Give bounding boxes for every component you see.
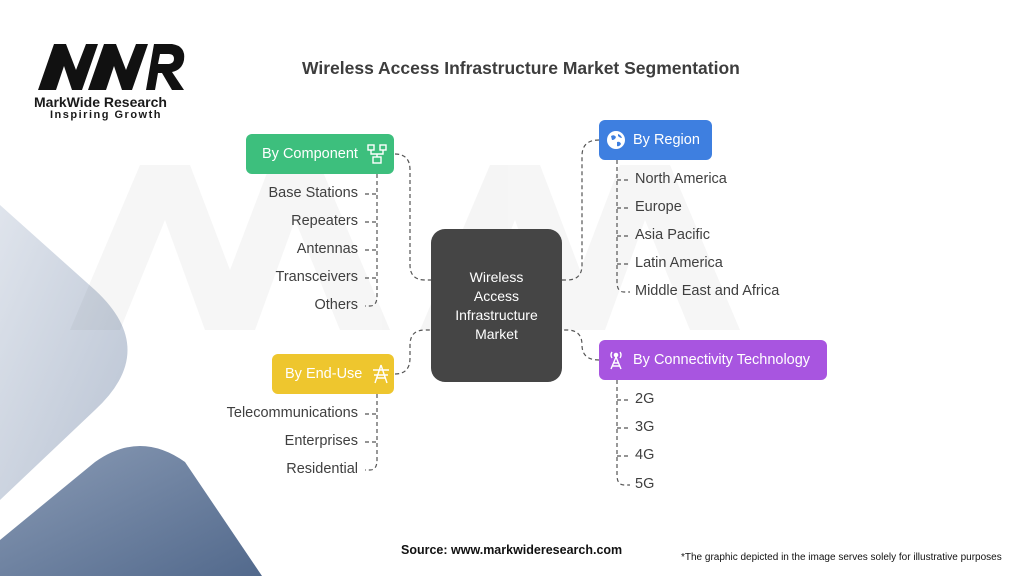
region-item: Europe (635, 199, 682, 215)
component-item: Others (314, 297, 358, 313)
category-by-component[interactable]: By Component (246, 134, 394, 174)
component-item: Transceivers (275, 269, 358, 285)
category-by-region[interactable]: By Region (599, 120, 712, 160)
category-by-connectivity-technology[interactable]: By Connectivity Technology (599, 340, 827, 380)
region-item: Middle East and Africa (635, 283, 780, 299)
end-use-item: Residential (286, 461, 358, 477)
component-item: Antennas (296, 241, 358, 257)
power-tower-icon (370, 363, 392, 385)
network-icon (366, 143, 388, 165)
connectivity-item: 5G (635, 476, 655, 492)
diagram-title: Wireless Access Infrastructure Market Se… (302, 58, 740, 78)
disclaimer-text: *The graphic depicted in the image serve… (681, 552, 1002, 563)
end-use-item: Telecommunications (226, 405, 358, 421)
category-label: By End-Use (285, 366, 363, 382)
mwr-logo-mark-icon (38, 44, 185, 90)
end-use-item: Enterprises (284, 433, 358, 449)
category-label: By Region (633, 132, 700, 148)
category-label: By Connectivity Technology (633, 352, 811, 368)
connectivity-item: 3G (635, 419, 655, 435)
category-label: By Component (262, 146, 358, 162)
connectivity-item: 4G (635, 447, 655, 463)
source-text: Source: www.markwideresearch.com (401, 543, 623, 557)
logo-name: MarkWide Research (34, 94, 167, 110)
watermark (70, 165, 740, 330)
cell-tower-icon (605, 349, 627, 371)
component-item: Repeaters (291, 213, 358, 229)
component-item: Base Stations (268, 185, 358, 201)
region-item: North America (635, 171, 727, 187)
category-by-end-use[interactable]: By End-Use (272, 354, 394, 394)
bg-shape-dark (0, 446, 262, 576)
center-node: Wireless Access Infrastructure Market (431, 229, 562, 382)
globe-icon (605, 129, 627, 151)
bg-shape-light (0, 205, 128, 500)
region-item: Latin America (635, 255, 723, 271)
logo-tagline: Inspiring Growth (50, 109, 162, 121)
region-item: Asia Pacific (635, 227, 710, 243)
connectivity-item: 2G (635, 391, 655, 407)
